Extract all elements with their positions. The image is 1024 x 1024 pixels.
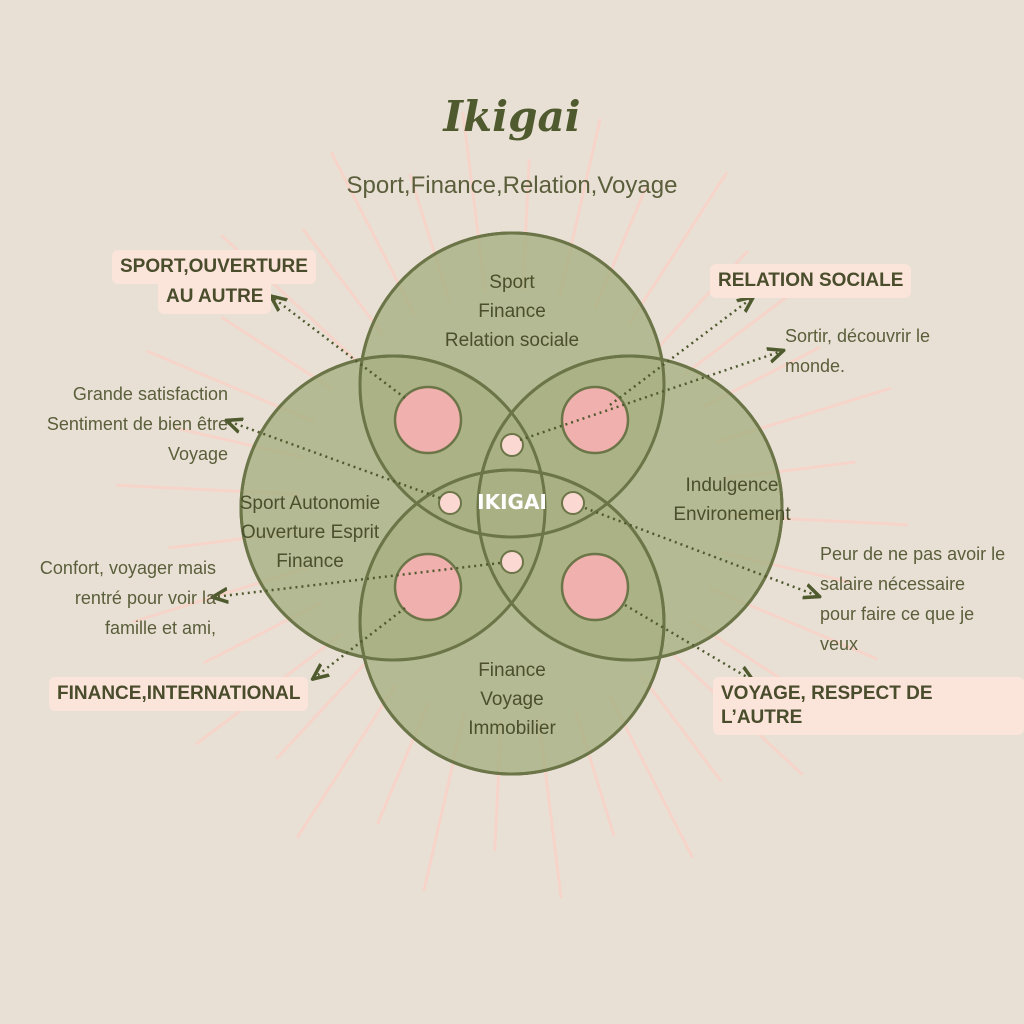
circle-left-label: Sport Autonomie Ouverture Esprit Finance [239,493,381,572]
sunburst-ray [640,674,722,782]
note-right-upper: Sortir, découvrir le monde. [785,326,931,376]
center-ikigai-label: IKIGAI [477,490,547,514]
note-left-upper: Grande satisfaction Sentiment de bien êt… [46,384,228,464]
tag-relation-sociale: RELATION SOCIALE [710,264,912,298]
tag-sport-ouverture-line2: AU AUTRE [158,280,272,314]
small-dot-top [500,433,524,457]
diagram-title: Ikigai [443,92,581,141]
arrow-to-left-lower-note [214,561,501,597]
tag-finance-international: FINANCE,INTERNATIONAL [49,677,309,711]
tag-sport-ouverture-line1: SPORT,OUVERTURE [112,250,316,284]
arrow-to-right-upper-note [519,351,782,442]
small-dot-bottom [500,550,524,574]
arrow-to-bottom-left-tag [314,607,406,678]
small-dot-right [561,491,585,515]
arrow-to-top-left-tag [272,297,406,399]
pink-dot-top-left [393,385,463,455]
sunburst-ray [627,171,728,326]
diagram-subtitle: Sport,Finance,Relation,Voyage [346,172,678,199]
tag-voyage-respect: VOYAGE, RESPECT DE L’AUTRE [713,677,1024,735]
circle-top-label: Sport Finance Relation sociale [444,272,580,351]
small-dot-left [438,491,462,515]
sunburst-ray [302,228,384,336]
circle-bottom-label: Finance Voyage Immobilier [468,660,556,739]
sunburst-ray [220,316,333,390]
circle-right-label: Indulgence Environement [673,475,791,525]
pink-dot-bottom-right [560,552,630,622]
sunburst-ray [296,684,397,839]
note-left-lower: Confort, voyager mais rentré pour voir l… [39,558,216,638]
arrow-to-left-upper-note [228,421,441,500]
arrow-to-bottom-right-tag [624,603,752,680]
pink-dot-top-right [560,385,630,455]
sunburst-ray [275,661,368,760]
note-right-lower: Peur de ne pas avoir le salaire nécessai… [820,544,1006,654]
